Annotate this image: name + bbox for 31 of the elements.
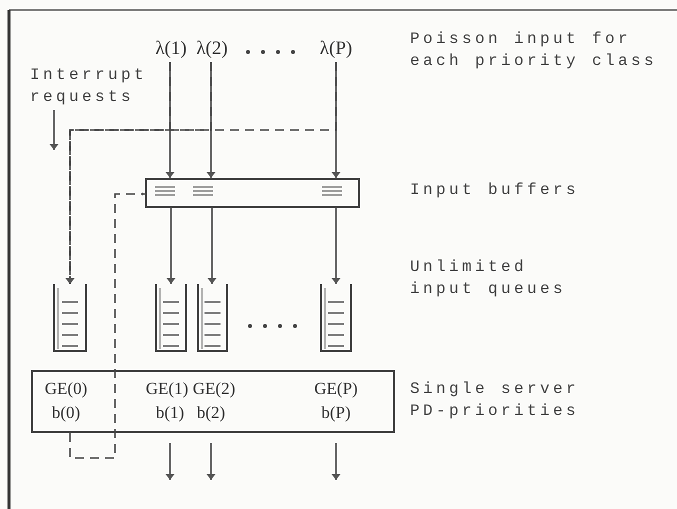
dashed-arrow bbox=[66, 62, 337, 284]
dashed-arrow bbox=[69, 192, 145, 459]
service-time-label: b(2) bbox=[196, 403, 226, 423]
side-note: Unlimited input queues bbox=[410, 257, 568, 300]
arrow bbox=[166, 208, 176, 284]
distribution-label: GE(1) bbox=[146, 379, 188, 399]
side-note: Poisson input for each priority class bbox=[410, 29, 658, 72]
arrow bbox=[208, 208, 216, 284]
interrupt-label: Interrupt requests bbox=[30, 64, 160, 110]
server-box bbox=[31, 370, 395, 433]
distribution-label: GE(2) bbox=[192, 379, 236, 399]
input-queue bbox=[154, 284, 188, 352]
distribution-label: GE(0) bbox=[44, 379, 88, 399]
service-time-label: b(0) bbox=[52, 403, 80, 423]
arrow bbox=[50, 110, 58, 150]
service-time-label: b(1) bbox=[156, 403, 184, 423]
input-buffer bbox=[145, 178, 360, 208]
service-time-label: b(P) bbox=[321, 403, 351, 423]
arrow bbox=[206, 443, 216, 480]
arrow bbox=[166, 443, 174, 480]
arrival-rate-label: λ(P) bbox=[319, 36, 353, 62]
arrival-rate-label: λ(2) bbox=[196, 36, 228, 62]
side-note: Input buffers bbox=[410, 180, 580, 201]
side-note: Single server PD-priorities bbox=[410, 379, 580, 422]
distribution-label: GE(P) bbox=[314, 379, 358, 399]
input-queue bbox=[196, 284, 229, 352]
input-queue bbox=[319, 284, 353, 352]
arrow bbox=[332, 208, 340, 284]
input-queue bbox=[52, 284, 88, 352]
arrow bbox=[332, 443, 340, 480]
arrival-rate-label: λ(1) bbox=[155, 36, 187, 62]
